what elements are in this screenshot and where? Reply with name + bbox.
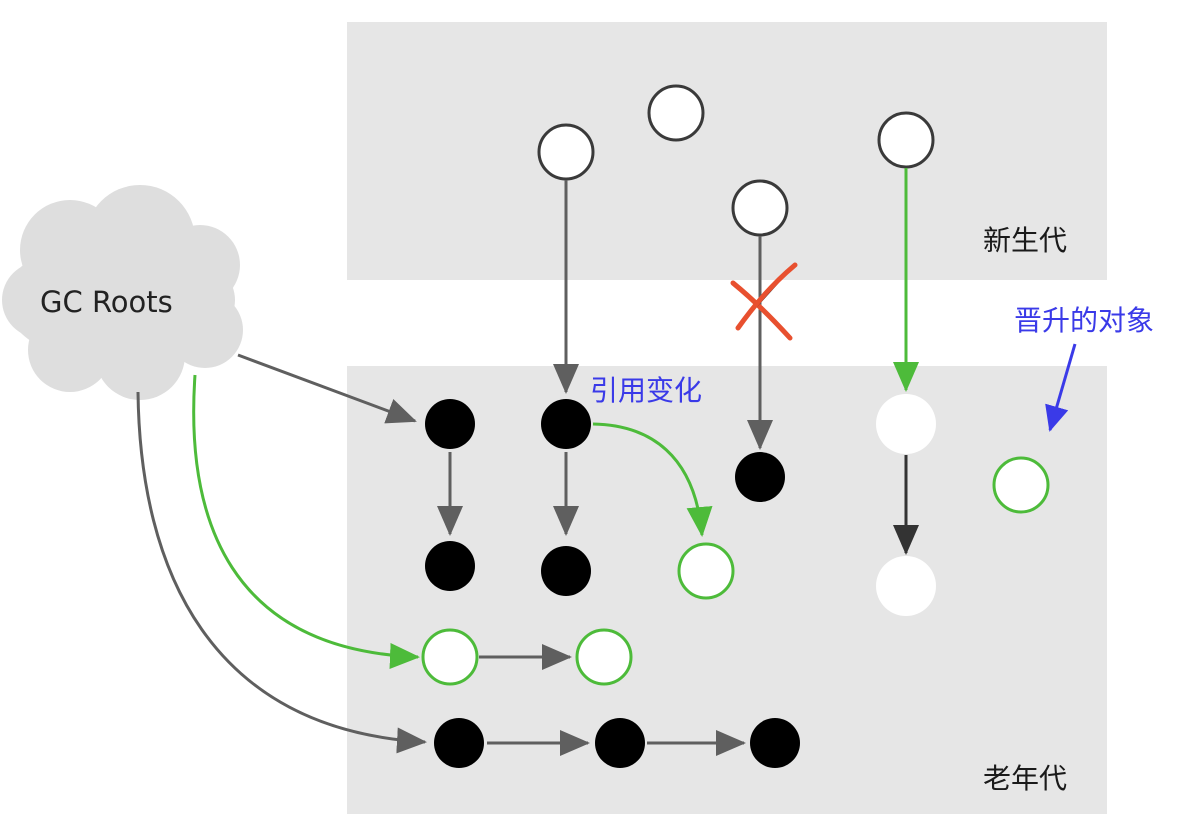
old-node-d (541, 546, 591, 596)
gc-roots-label: GC Roots (40, 285, 173, 319)
young-generation-region (347, 22, 1107, 280)
old-node-promoted (992, 456, 1050, 514)
young-node-1 (537, 123, 595, 181)
cross-icon (730, 262, 798, 341)
arrow-reference-change (592, 422, 713, 537)
old-node-bottom-3 (750, 718, 800, 768)
arrow-root-to-bottom-node (136, 391, 427, 754)
young-node-4 (877, 111, 935, 169)
old-node-white-1 (876, 394, 936, 454)
arrow-root-to-old-node-a (237, 353, 417, 424)
promoted-objects-label: 晋升的对象 (1014, 304, 1154, 337)
old-node-a (425, 399, 475, 449)
old-node-bottom-1 (434, 718, 484, 768)
old-node-e (735, 452, 785, 502)
old-node-b (541, 399, 591, 449)
old-node-green-1 (421, 628, 479, 686)
old-node-green-2 (575, 628, 633, 686)
cloud-icon (2, 185, 243, 400)
young-node-2 (647, 84, 705, 142)
young-generation-label: 新生代 (983, 224, 1067, 257)
old-node-green-ref (677, 542, 735, 600)
old-node-bottom-2 (595, 718, 645, 768)
young-node-3 (731, 179, 789, 237)
reference-change-label: 引用变化 (590, 374, 702, 407)
old-generation-label: 老年代 (983, 762, 1067, 795)
arrow-root-to-green-node (192, 374, 420, 669)
arrow-promoted-annotation (1045, 343, 1077, 432)
old-node-white-2 (876, 556, 936, 616)
old-node-c (425, 541, 475, 591)
